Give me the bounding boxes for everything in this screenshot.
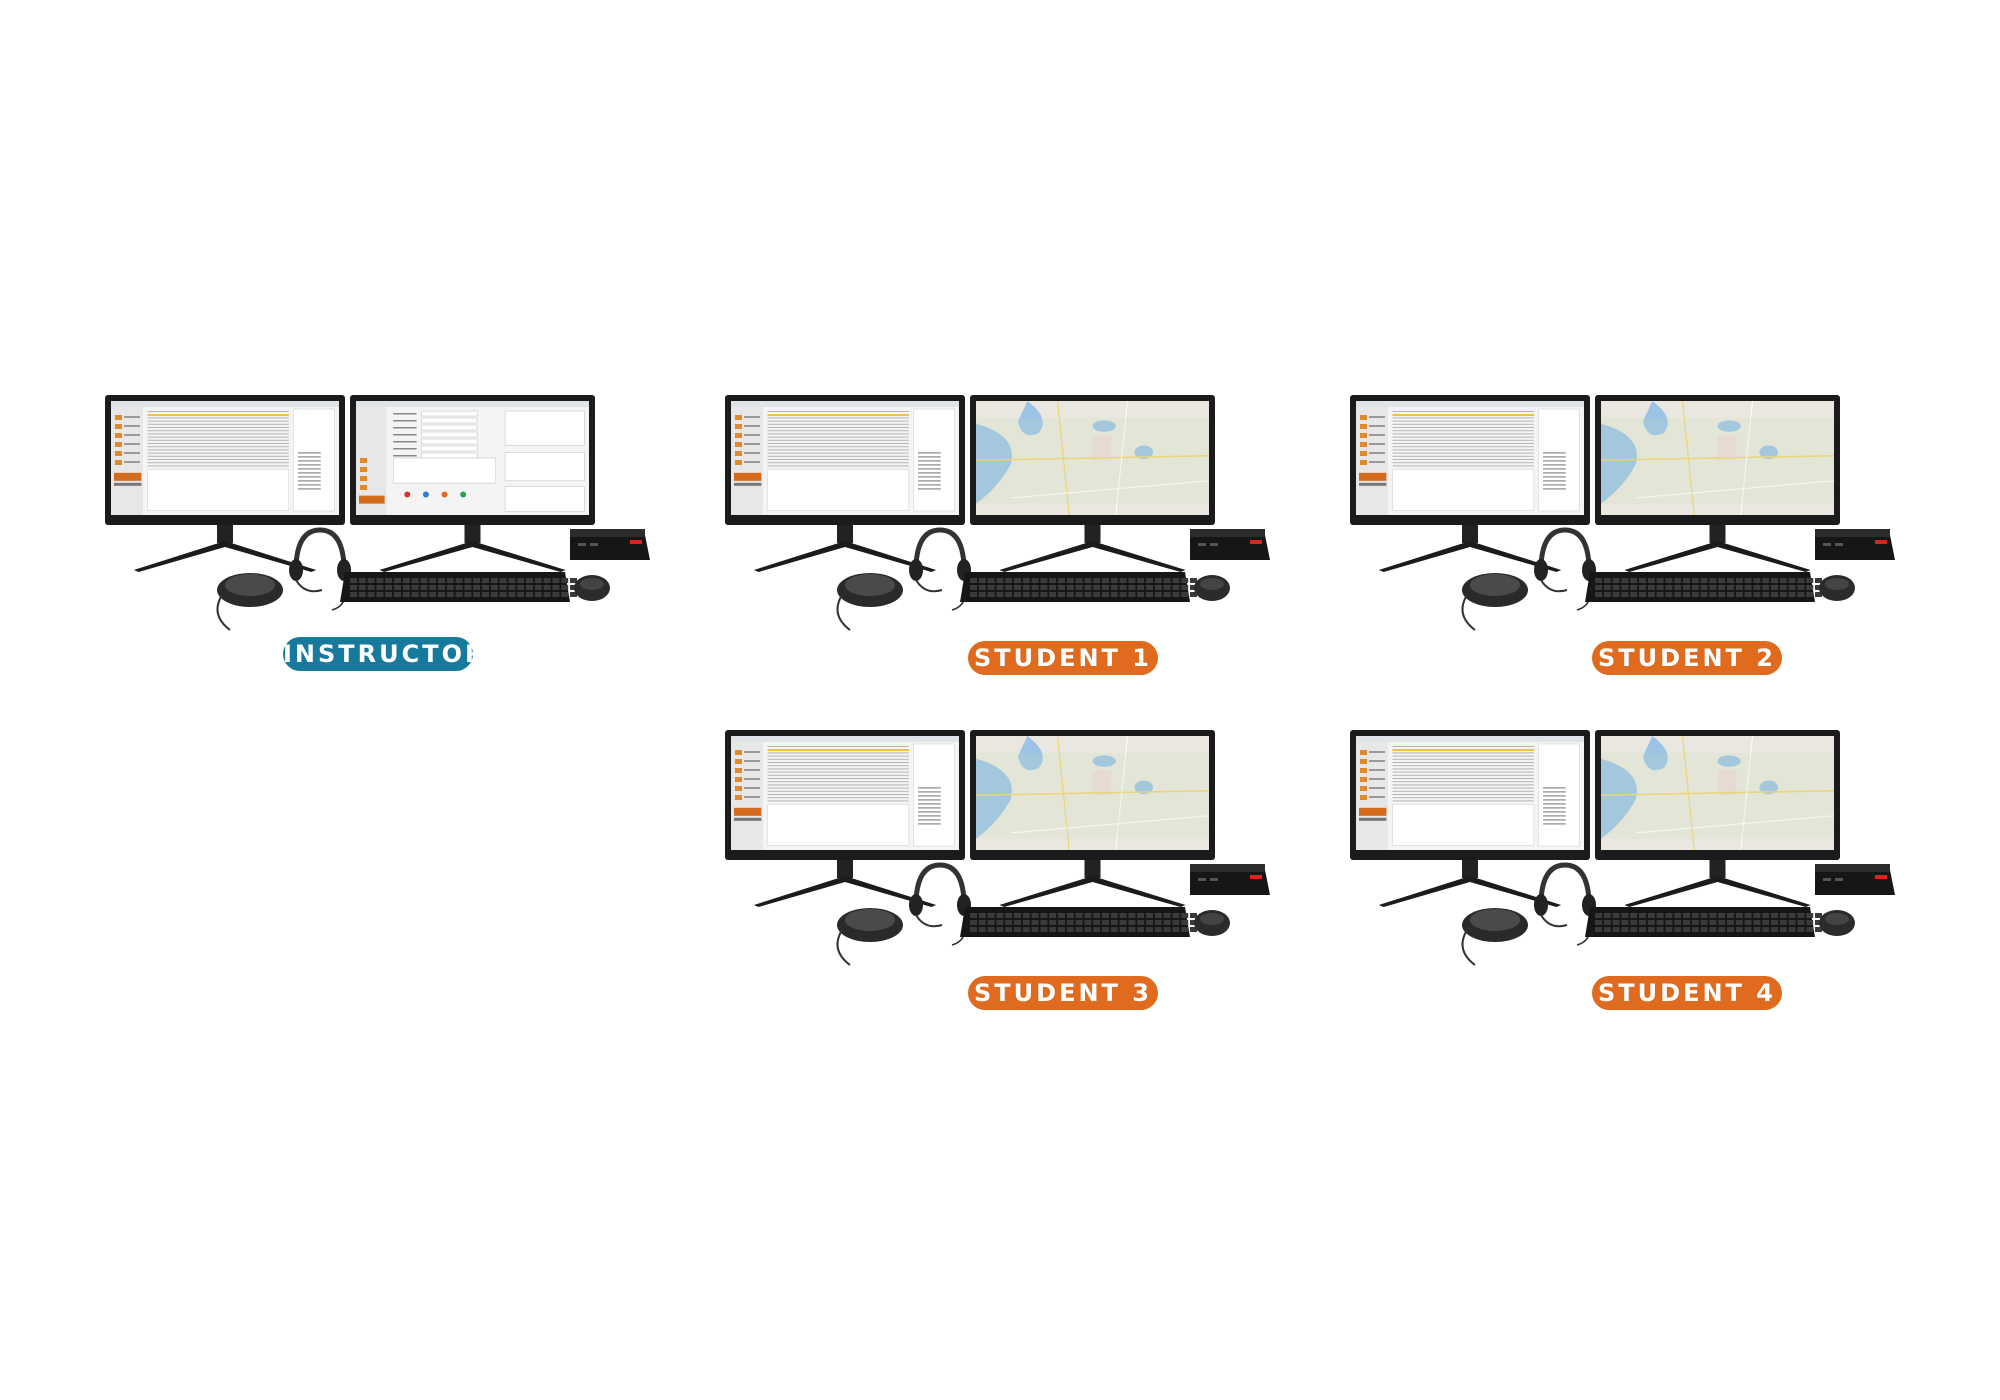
mouse-icon xyxy=(574,575,610,601)
mouse-icon xyxy=(1819,575,1855,601)
student-3-station xyxy=(720,725,1280,1025)
mini-pc-icon xyxy=(1815,864,1895,895)
instructor-station xyxy=(100,390,660,690)
mini-pc-icon xyxy=(570,529,650,560)
monitor-icon xyxy=(725,730,965,907)
mouse-icon xyxy=(1194,575,1230,601)
monitor-icon xyxy=(725,395,965,572)
speakerphone-icon xyxy=(836,573,903,631)
speakerphone-icon xyxy=(1461,908,1528,966)
mini-pc-icon xyxy=(1190,864,1270,895)
keyboard-icon xyxy=(340,572,577,602)
headset-icon xyxy=(909,527,971,611)
keyboard-icon xyxy=(1585,572,1822,602)
speakerphone-icon xyxy=(1461,573,1528,631)
student-4-label: STUDENT 4 xyxy=(1592,976,1782,1010)
instructor-label: INSTRUCTOR xyxy=(283,637,484,671)
student-2-label: STUDENT 2 xyxy=(1592,641,1782,675)
keyboard-icon xyxy=(960,907,1197,937)
student-1-label: STUDENT 1 xyxy=(968,641,1158,675)
keyboard-icon xyxy=(960,572,1197,602)
student-3-label: STUDENT 3 xyxy=(968,976,1158,1010)
monitor-icon xyxy=(970,730,1215,907)
mini-pc-icon xyxy=(1815,529,1895,560)
monitor-icon xyxy=(1350,395,1590,572)
mini-pc-icon xyxy=(1190,529,1270,560)
mouse-icon xyxy=(1819,910,1855,936)
monitor-icon xyxy=(970,395,1215,572)
speakerphone-icon xyxy=(836,908,903,966)
speakerphone-icon xyxy=(216,573,283,631)
monitor-icon xyxy=(1350,730,1590,907)
monitor-icon xyxy=(1595,395,1840,572)
monitor-icon xyxy=(1595,730,1840,907)
student-2-station xyxy=(1345,390,1905,690)
student-4-station xyxy=(1345,725,1905,1025)
keyboard-icon xyxy=(1585,907,1822,937)
headset-icon xyxy=(1534,862,1596,946)
mouse-icon xyxy=(1194,910,1230,936)
student-1-station xyxy=(720,390,1280,690)
monitor-icon xyxy=(350,395,595,572)
monitor-icon xyxy=(105,395,345,572)
